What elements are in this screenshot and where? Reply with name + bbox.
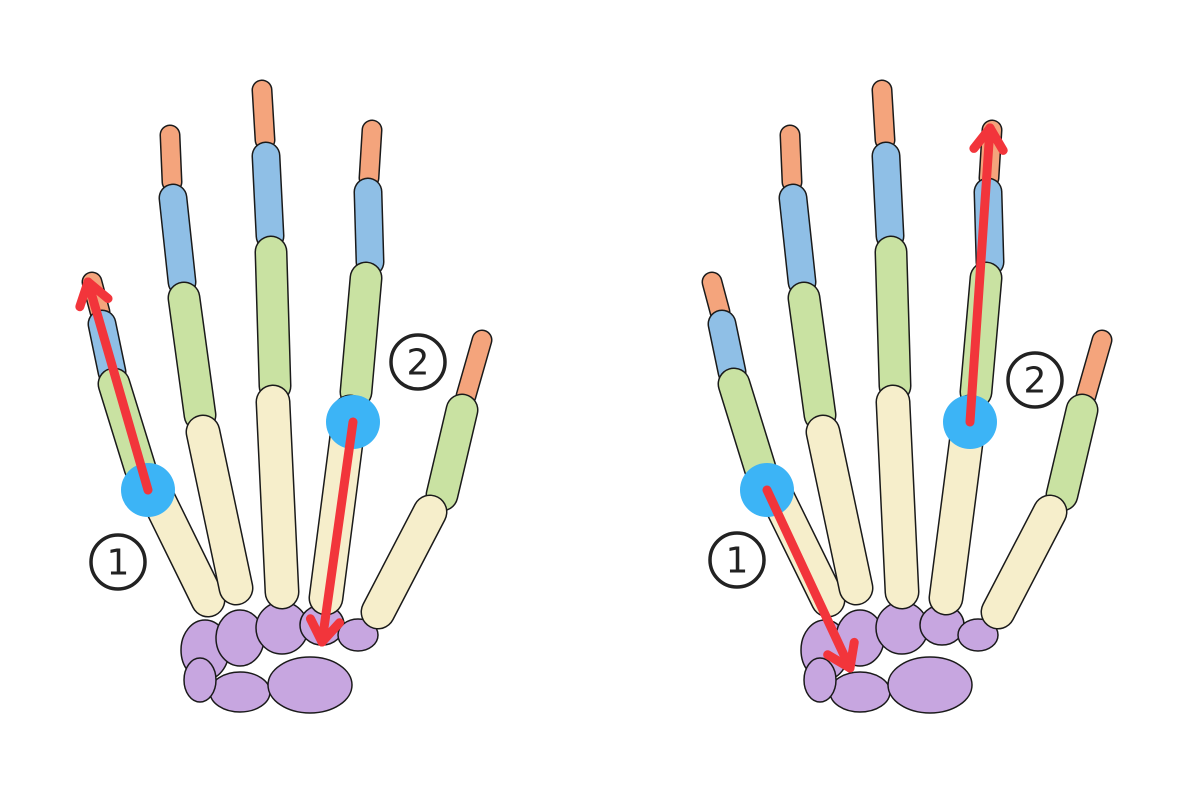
finger-middle [871,79,920,610]
proximal-bone [717,367,777,485]
metacarpal-bone [360,494,448,630]
finger-pinky [701,271,846,618]
movement-arrow-1 [762,485,859,673]
middle-bone [158,183,197,297]
distal-bone [779,124,803,193]
distal-bone [701,271,731,323]
movement-arrow-2 [965,123,1008,427]
carpal-bone [183,657,217,703]
label-text: 1 [726,541,749,582]
right-hand: 12 [701,79,1113,714]
distal-bone [251,79,276,151]
metacarpal-bone [185,414,254,606]
proximal-bone [339,261,383,409]
metacarpal-bone [255,384,300,610]
carpal-bone [803,657,837,703]
middle-bone [707,309,747,387]
label-text: 2 [407,343,430,384]
finger-middle [251,79,300,610]
distal-bone [1075,329,1113,407]
carpal-bone [829,671,891,713]
carpal-bone [267,656,353,714]
label-1: 1 [708,531,766,589]
label-1: 1 [89,533,147,591]
carpal-bone [215,609,265,667]
proximal-bone [1045,393,1099,512]
middle-bone [251,141,285,251]
middle-bone [353,177,385,277]
finger-index [308,119,385,616]
movement-arrow-2 [305,417,358,647]
carpal-bone [209,671,271,713]
metacarpal-bone [980,494,1068,630]
carpal-bone [887,656,973,714]
proximal-bone [874,235,912,403]
carpal-bone [957,618,999,652]
proximal-bone [787,281,837,432]
metacarpal-bone [875,384,920,610]
distal-bone [159,124,183,193]
finger-thumb [980,329,1113,630]
label-text: 2 [1024,361,1047,402]
distal-bone [455,329,493,407]
movement-arrow-1 [75,277,153,495]
proximal-bone [167,281,217,432]
proximal-bone [425,393,479,512]
distal-bone [871,79,896,151]
label-2: 2 [389,333,447,391]
proximal-bone [254,235,292,403]
middle-bone [778,183,817,297]
carpal-bone [337,618,379,652]
finger-ring [158,124,254,606]
finger-ring [778,124,874,606]
metacarpal-bone [805,414,874,606]
middle-bone [871,141,905,251]
distal-bone [358,119,383,189]
label-text: 1 [107,543,130,584]
finger-thumb [360,329,493,630]
left-hand: 12 [75,79,493,714]
label-2: 2 [1006,351,1064,409]
